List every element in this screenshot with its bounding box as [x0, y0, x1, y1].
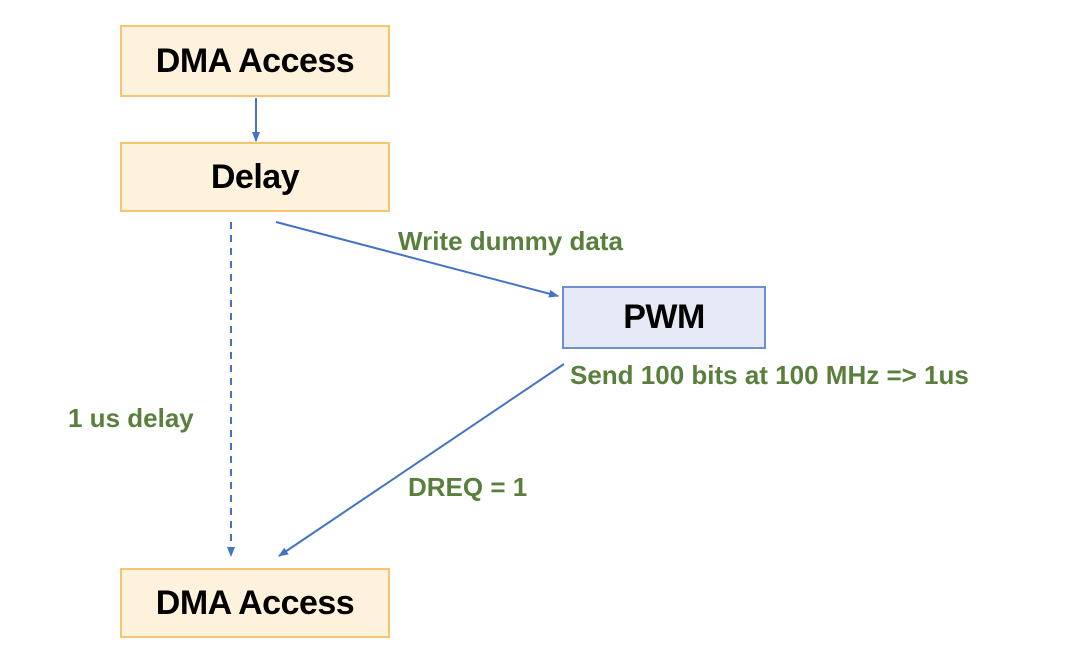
pwm-label: PWM — [623, 298, 705, 336]
write-dummy-data-label: Write dummy data — [398, 226, 623, 256]
dma-access-bottom-box: DMA Access — [120, 568, 390, 638]
delay-box: Delay — [120, 142, 390, 212]
delay-label: Delay — [210, 157, 300, 196]
dma-access-top-box: DMA Access — [120, 25, 390, 97]
dma-access-bottom-label: DMA Access — [155, 583, 355, 622]
arrow-pwm-to-dma — [278, 363, 565, 557]
dma-access-top-label: DMA Access — [155, 41, 355, 80]
dreq-label: DREQ = 1 — [408, 472, 528, 502]
pwm-box: PWM — [562, 286, 766, 349]
arrow-delay-to-pwm — [275, 221, 559, 298]
one-us-delay-label: 1 us delay — [68, 403, 194, 433]
send-bits-label: Send 100 bits at 100 MHz => 1us — [570, 360, 969, 390]
